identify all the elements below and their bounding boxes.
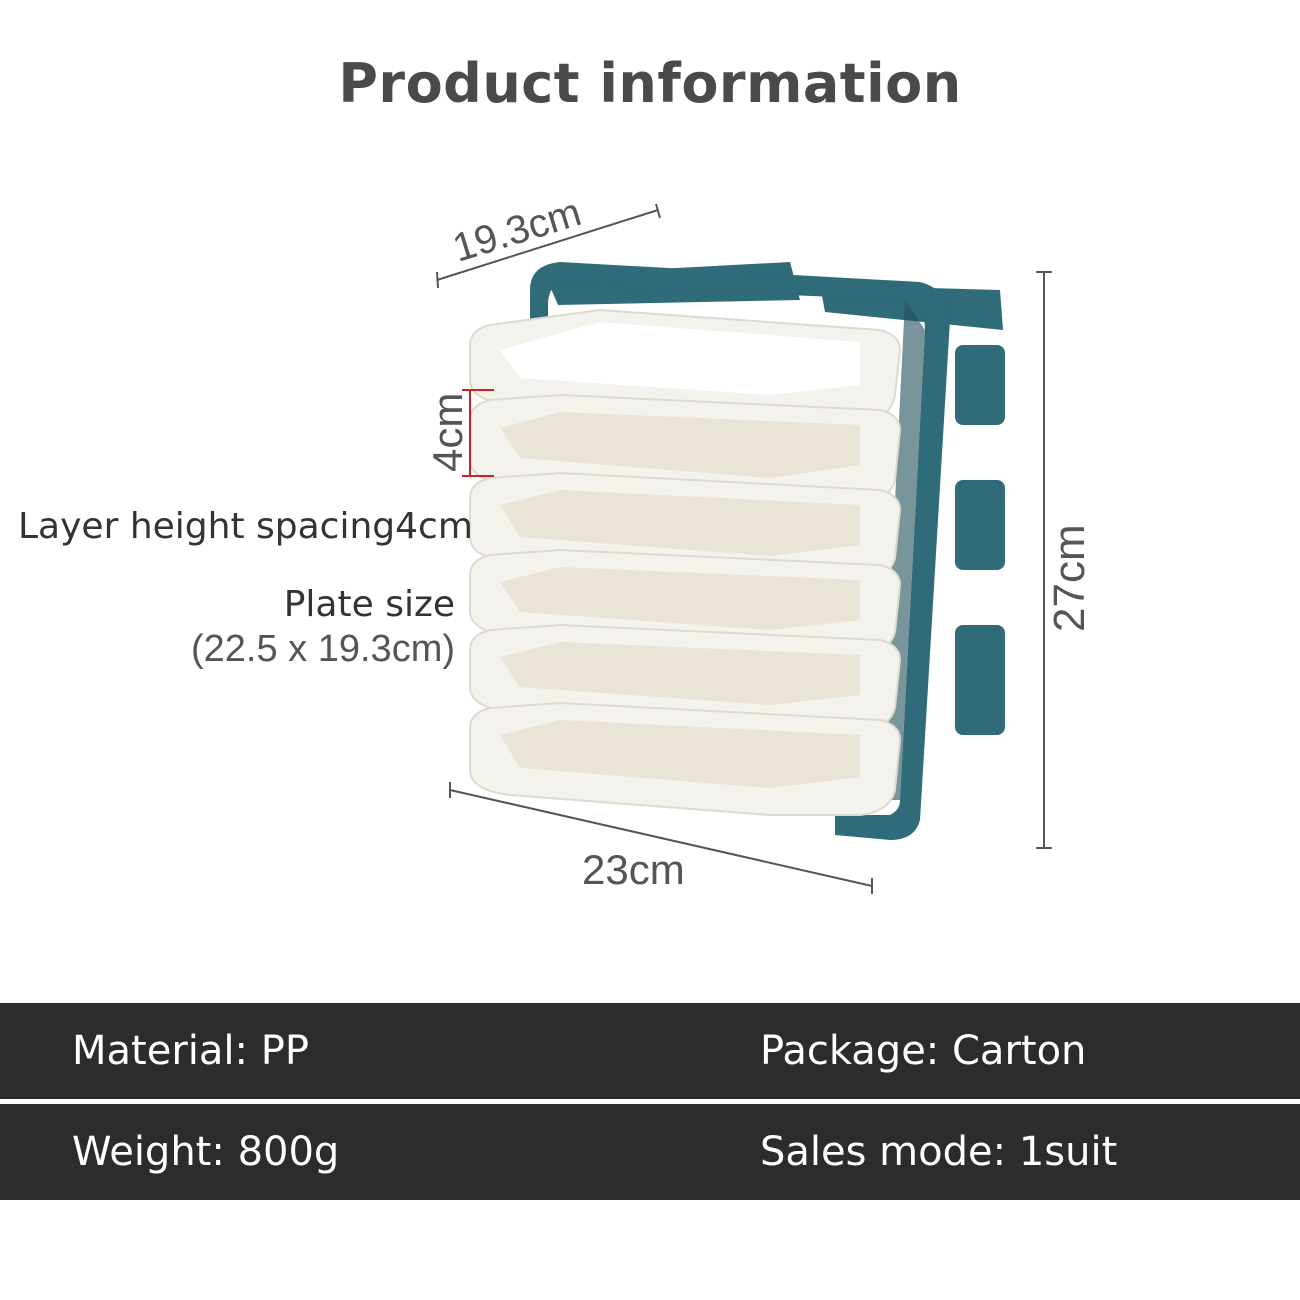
height-label: 27cm	[1045, 524, 1094, 632]
layer-gap-marker	[462, 389, 494, 477]
spec-label: Material:	[72, 1028, 248, 1074]
width-dimension-line	[449, 782, 873, 894]
spec-row-weight-sales: Weight: 800g Sales mode: 1suit	[0, 1104, 1300, 1200]
page-title: Product information	[338, 52, 962, 115]
depth-dimension-line	[436, 203, 661, 289]
plate-size-dims: (22.5 x 19.3cm)	[191, 628, 455, 670]
tray	[469, 701, 902, 816]
tray-stack	[469, 308, 902, 816]
spec-package: Package: Carton	[760, 1003, 1086, 1099]
spec-label: Sales mode:	[760, 1129, 1007, 1175]
spec-value: 1suit	[1018, 1129, 1118, 1175]
layer-gap-label: 4cm	[424, 393, 471, 472]
layer-spacing-callout: Layer height spacing4cm	[18, 506, 473, 547]
spec-value: Carton	[952, 1028, 1087, 1074]
dish-rack-illustration: 19.3cm 23cm 27cm 4cm	[424, 190, 1094, 894]
width-label: 23cm	[582, 846, 685, 893]
spec-label: Weight:	[72, 1129, 225, 1175]
spec-value: PP	[260, 1028, 309, 1074]
spec-value: 800g	[237, 1129, 340, 1175]
plate-size-title: Plate size	[283, 584, 455, 625]
spec-weight: Weight: 800g	[72, 1104, 339, 1200]
depth-label: 19.3cm	[448, 190, 586, 270]
spec-material: Material: PP	[72, 1003, 309, 1099]
spec-label: Package:	[760, 1028, 940, 1074]
height-dimension-line	[1036, 271, 1052, 849]
tray	[469, 471, 902, 583]
spec-row-material-package: Material: PP Package: Carton	[0, 1003, 1300, 1099]
spec-sales-mode: Sales mode: 1suit	[760, 1104, 1117, 1200]
